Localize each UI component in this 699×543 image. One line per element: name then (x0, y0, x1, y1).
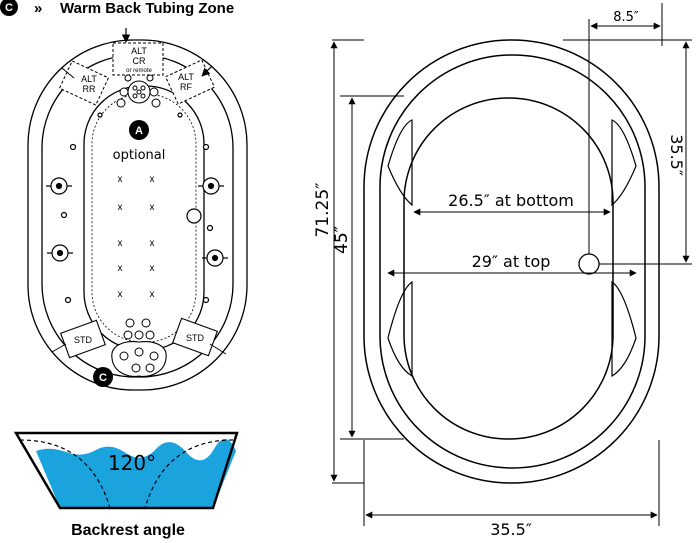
backrest-diagram: 120° Backrest angle (13, 431, 239, 539)
optional-label: optional (113, 148, 166, 163)
marker-a: A optional (113, 120, 166, 163)
right-height-label: 35.5″ (667, 134, 686, 176)
x-mark: x (150, 263, 155, 274)
x-mark: x (150, 202, 155, 213)
inner-length-label: 45″ (332, 226, 352, 254)
std-left-label: STD (74, 335, 93, 345)
header-title: Warm Back Tubing Zone (60, 0, 234, 17)
alt-cr-line2: CR (133, 56, 146, 66)
alt-cr-line1: ALT (131, 46, 147, 56)
x-mark: x (118, 263, 123, 274)
overall-length-label: 71.25″ (313, 182, 333, 237)
alt-rf-zone: ALT RF (164, 59, 216, 105)
drain-icon (186, 208, 202, 224)
dim-inner-rim (379, 54, 646, 469)
backrest-caption: Backrest angle (71, 522, 185, 539)
alt-cr-line3: or remote (126, 68, 152, 74)
x-mark: x (118, 289, 123, 300)
x-mark: x (150, 238, 155, 249)
dim-outer-rim (363, 39, 660, 484)
x-mark: x (150, 174, 155, 185)
x-mark: x (118, 238, 123, 249)
alt-rf-line2: RF (180, 82, 192, 92)
std-left-zone: STD (51, 319, 107, 359)
dimension-lines (330, 3, 692, 526)
side-jets (46, 112, 228, 304)
overall-width-label: 35.5″ (490, 520, 532, 539)
std-right-zone: STD (171, 317, 227, 357)
header-chevrons-icon: » (34, 0, 42, 17)
marker-c-letter: C (99, 372, 107, 384)
dim-basin (403, 97, 614, 440)
jet-icon (198, 177, 224, 195)
backrest-angle-value: 120° (108, 451, 156, 475)
std-right-label: STD (186, 333, 205, 343)
dimension-labels: 8.5″ 26.5″ at bottom 29″ at top 35.5″ 71… (313, 10, 686, 539)
alt-cr-zone: ALT CR or remote (112, 28, 164, 76)
marker-c: C (93, 367, 113, 387)
dim-drain-icon (578, 253, 600, 275)
header-badge-letter: C (5, 2, 13, 14)
jet-icon (47, 244, 73, 262)
alt-rr-line2: RR (83, 84, 96, 94)
x-mark: x (150, 289, 155, 300)
tub-outer-rim (27, 39, 248, 391)
bottom-width-label: 26.5″ at bottom (448, 191, 574, 210)
jet-icon (46, 177, 72, 195)
alt-rr-line1: ALT (81, 74, 97, 84)
top-fittings (116, 74, 161, 108)
alt-rf-line1: ALT (178, 72, 194, 82)
x-mark: x (118, 174, 123, 185)
header: C » Warm Back Tubing Zone (0, 0, 234, 17)
header-badge (0, 0, 18, 16)
x-mark: x (118, 202, 123, 213)
top-width-label: 29″ at top (472, 252, 551, 271)
water-fill (36, 438, 236, 508)
tub-profile (13, 431, 239, 510)
top-offset-label: 8.5″ (613, 10, 639, 25)
jet-icon (202, 249, 228, 267)
alt-rr-zone: ALT RR (58, 60, 110, 106)
jet-x-markers: x x x x x x x x x x (118, 174, 155, 300)
marker-a-letter: A (135, 125, 143, 137)
tub-dimension-view (363, 39, 660, 484)
bottom-fittings (111, 318, 167, 377)
